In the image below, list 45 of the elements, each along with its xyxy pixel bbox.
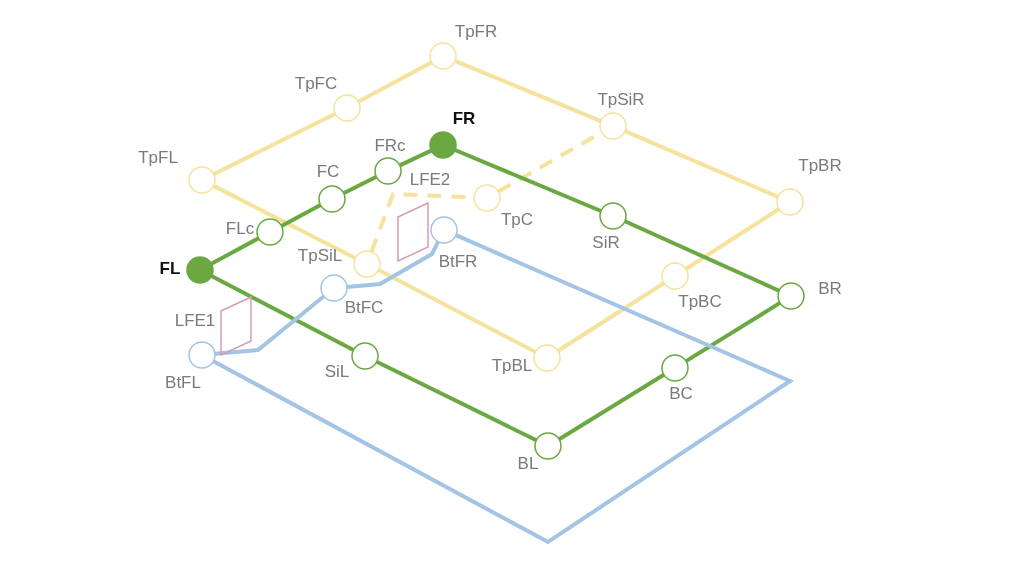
node-label: TpBL bbox=[491, 356, 533, 376]
node-label: SiL bbox=[324, 362, 350, 382]
node-label: FR bbox=[452, 109, 476, 129]
node-label: BL bbox=[517, 454, 539, 474]
connector-line bbox=[454, 59, 602, 123]
node-label: FLc bbox=[225, 219, 255, 239]
node-label: TpSiL bbox=[297, 246, 343, 266]
connector-line bbox=[212, 112, 337, 176]
connector-line bbox=[398, 148, 433, 168]
node-label: TpBC bbox=[678, 292, 722, 312]
node-label: BC bbox=[669, 384, 693, 404]
connector-line bbox=[377, 268, 537, 354]
node-label: FC bbox=[316, 162, 340, 182]
node-label: SiR bbox=[592, 233, 620, 253]
node-label: FRc bbox=[374, 136, 406, 156]
node-label: TpSiR bbox=[597, 90, 645, 110]
node-label: TpFC bbox=[294, 74, 338, 94]
node-label: BtFC bbox=[344, 298, 384, 318]
connector-line bbox=[346, 240, 440, 289]
connector-line bbox=[624, 219, 780, 293]
connector-line bbox=[558, 373, 665, 441]
connector-line bbox=[342, 175, 378, 195]
connector-line bbox=[212, 184, 357, 260]
connector-line bbox=[454, 148, 602, 213]
connector-line bbox=[212, 233, 795, 545]
connector-line bbox=[210, 236, 260, 266]
connector-line bbox=[375, 359, 538, 443]
node-label: BtFR bbox=[438, 252, 478, 272]
node-label: LFE1 bbox=[174, 311, 216, 331]
node-label: FL bbox=[159, 259, 181, 279]
node-label: TpFL bbox=[138, 148, 178, 168]
connector-line bbox=[556, 281, 666, 353]
node-label: BtFL bbox=[165, 373, 201, 393]
connector-line bbox=[624, 129, 779, 199]
connector-line bbox=[684, 207, 781, 271]
node-label: TpBR bbox=[798, 156, 842, 176]
connector-line bbox=[684, 301, 782, 363]
connector-line bbox=[280, 203, 322, 228]
connector-line bbox=[214, 294, 326, 356]
node-label: TpC bbox=[500, 210, 534, 230]
connector-line bbox=[210, 274, 355, 352]
node-label: TpFR bbox=[454, 22, 498, 42]
node-label: BR bbox=[818, 279, 842, 299]
connector-line bbox=[357, 60, 433, 104]
node-label: LFE2 bbox=[409, 170, 451, 190]
